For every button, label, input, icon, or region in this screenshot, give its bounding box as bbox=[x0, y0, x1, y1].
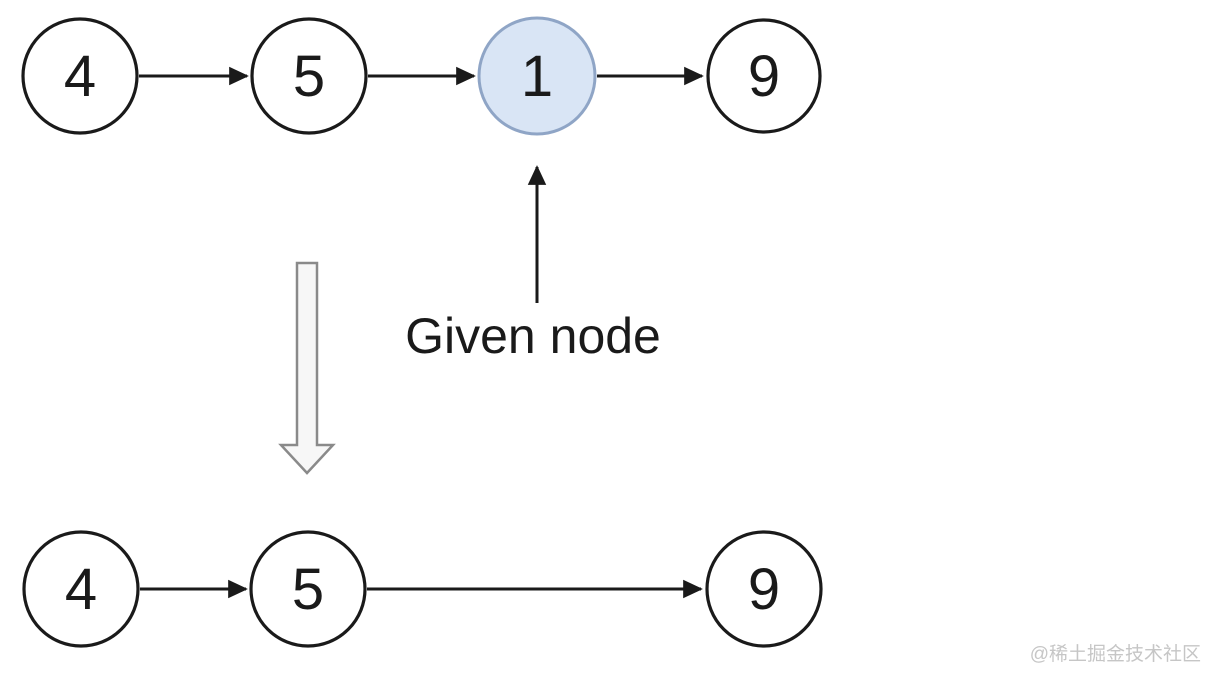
top-node-9-value: 9 bbox=[748, 44, 780, 109]
watermark: @稀土掘金技术社区 bbox=[1030, 643, 1201, 665]
top-node-9: 9 bbox=[706, 18, 822, 134]
bottom-node-4-circle bbox=[22, 530, 140, 648]
top-node-5-value: 5 bbox=[293, 44, 325, 109]
transform-down-arrow-icon bbox=[278, 261, 336, 475]
bottom-node-5-value: 5 bbox=[292, 557, 324, 622]
bottom-node-9: 9 bbox=[705, 530, 823, 648]
top-node-5-circle bbox=[250, 17, 368, 135]
top-node-1-highlighted: 1 bbox=[477, 16, 597, 136]
bottom-node-4-value: 4 bbox=[65, 557, 97, 622]
top-node-4-circle bbox=[21, 17, 139, 135]
top-list: 4 5 1 9 bbox=[21, 16, 822, 136]
top-node-4: 4 bbox=[21, 17, 139, 135]
top-node-4-value: 4 bbox=[64, 44, 96, 109]
given-node-label: Given node bbox=[405, 308, 661, 364]
bottom-node-9-circle bbox=[705, 530, 823, 648]
top-node-1-value: 1 bbox=[521, 44, 553, 109]
top-node-1-circle bbox=[477, 16, 597, 136]
top-node-5: 5 bbox=[250, 17, 368, 135]
bottom-node-5-circle bbox=[249, 530, 367, 648]
top-node-9-circle bbox=[706, 18, 822, 134]
given-node-annotation: Given node bbox=[405, 165, 661, 364]
bottom-node-9-value: 9 bbox=[748, 557, 780, 622]
bottom-list: 4 5 9 bbox=[22, 530, 823, 648]
bottom-node-5: 5 bbox=[249, 530, 367, 648]
bottom-node-4: 4 bbox=[22, 530, 140, 648]
